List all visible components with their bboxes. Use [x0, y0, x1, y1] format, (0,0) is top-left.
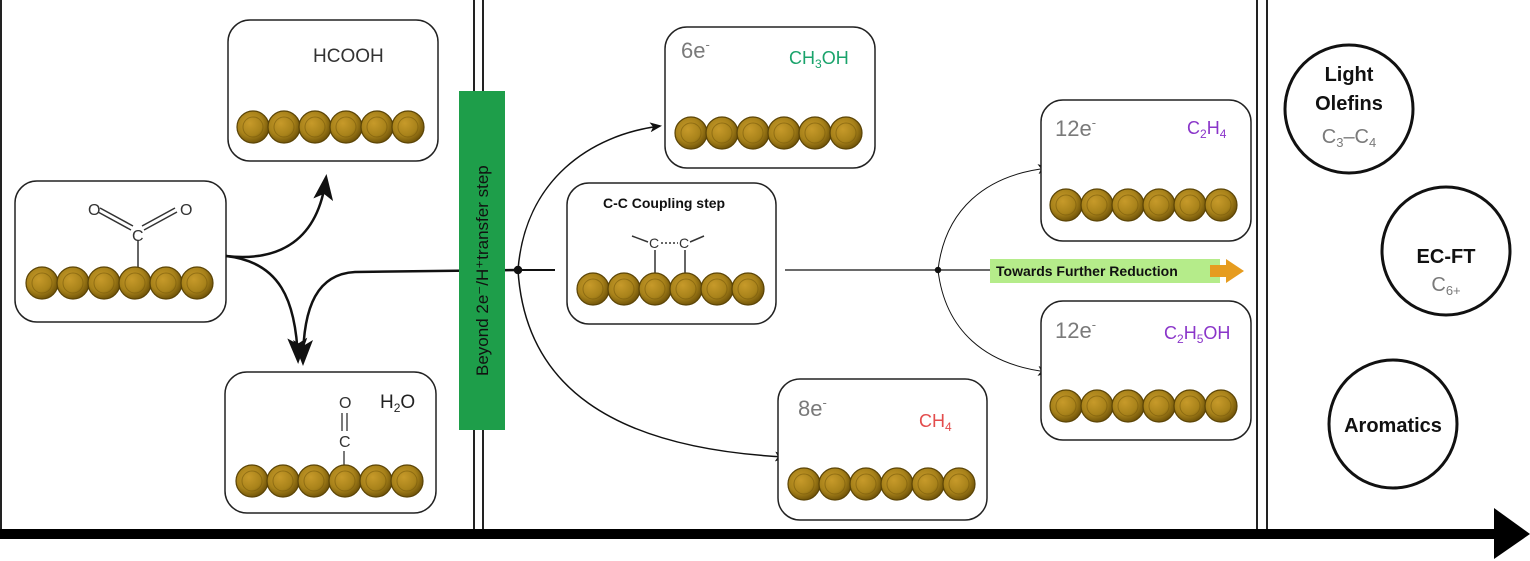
electron-count-12: 12e-: [1055, 115, 1096, 141]
oxygen-atom: O: [339, 395, 351, 412]
oxygen-atom-right: O: [180, 202, 192, 219]
c2h5oh-box: 12e- C2H5OH: [1040, 300, 1252, 441]
coupling-box: C-C Coupling step C C: [566, 182, 777, 325]
progression-arrow: [0, 508, 1530, 559]
c3-c4-label: C3–C4: [1322, 126, 1377, 150]
aromatics-circle: Aromatics: [1327, 358, 1459, 490]
electron-count-8: 8e-: [798, 395, 827, 421]
c2h4-label: C2H4: [1187, 118, 1227, 141]
section1-arrows: [225, 174, 519, 366]
transfer-step-band: Beyond 2e⁻/H⁺transfer step: [459, 91, 505, 430]
electron-count-6: 6e-: [681, 37, 710, 63]
c2h5oh-label: C2H5OH: [1164, 323, 1230, 346]
hcooh-label: HCOOH: [313, 46, 384, 67]
co2-molecule-drawing: [97, 207, 178, 270]
hcooh-box: HCOOH: [227, 19, 439, 162]
h2o-label: H2O: [380, 392, 415, 415]
ec-ft-label: EC-FT: [1417, 246, 1476, 268]
oxygen-atom-left: O: [88, 202, 100, 219]
carbon-atom-left: C: [649, 235, 659, 251]
section2-arrows: [513, 122, 1050, 462]
c6-plus-label: C6+: [1431, 274, 1460, 298]
further-reduction-callout: Towards Further Reduction: [990, 259, 1244, 283]
light-olefins-circle: Light Olefins C3–C4: [1283, 43, 1415, 175]
aromatics-label: Aromatics: [1344, 415, 1442, 437]
carbon-atom: C: [339, 434, 351, 451]
coupling-label: C-C Coupling step: [603, 195, 725, 211]
electron-count-12: 12e-: [1055, 317, 1096, 343]
carbon-atom-right: C: [679, 235, 689, 251]
olefins-label: Olefins: [1315, 93, 1383, 115]
transfer-step-label: Beyond 2e⁻/H⁺transfer step: [473, 165, 492, 376]
c2h4-box: 12e- C2H4: [1040, 99, 1252, 242]
ch3oh-box: 6e- CH3OH: [664, 26, 876, 169]
further-reduction-label: Towards Further Reduction: [996, 263, 1178, 279]
light-label: Light: [1325, 64, 1374, 86]
adsorbed-co2-box: O O C: [14, 180, 227, 323]
carbon-atom: C: [132, 228, 144, 245]
co-box: O C H2O: [224, 371, 437, 514]
ch3oh-label: CH3OH: [789, 48, 849, 71]
ch4-label: CH4: [919, 411, 952, 434]
ch4-box: 8e- CH4: [777, 378, 988, 521]
ec-ft-circle: EC-FT C6+: [1380, 185, 1512, 317]
